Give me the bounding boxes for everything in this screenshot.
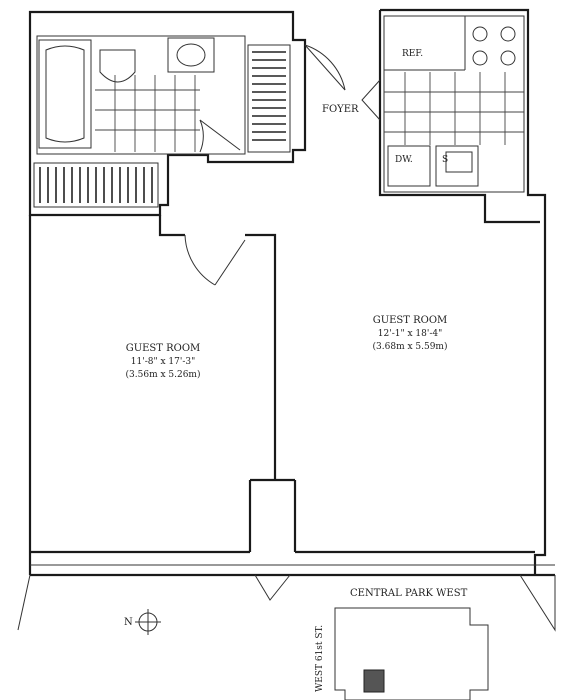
closet-left [33,162,159,208]
bathroom [36,35,246,155]
left-room-name: GUEST ROOM [126,343,201,354]
right-room-dims-metric: (3.68m x 5.59m) [373,341,448,352]
burner-icon [500,50,516,66]
north-label: N [124,617,133,628]
sink-label: S [442,155,448,165]
right-room-name: GUEST ROOM [373,315,448,326]
ref-label: REF. [402,49,423,59]
kitchen-sink [445,151,473,173]
burner-icon [472,50,488,66]
bathroom-sink [176,43,206,67]
bathtub [38,39,92,149]
central-park-west-label: CENTRAL PARK WEST [350,588,468,599]
kitchen [383,15,525,193]
burner-icon [472,26,488,42]
left-room-dims-metric: (3.56m x 5.26m) [126,369,201,380]
window-wall [17,564,556,632]
closet-hatch [247,44,291,153]
toilet [99,49,136,83]
outer-walls [28,8,555,577]
interior-walls [158,215,297,552]
burner-icon [500,26,516,42]
foyer-door [304,44,381,121]
keyplan-unit-marker [363,669,385,693]
right-room-dims-imperial: 12'-1" x 18'-4" [378,329,442,339]
left-room-dims-imperial: 11'-8" x 17'-3" [131,357,195,367]
key-plan [334,607,489,700]
west-61st-label: WEST 61st ST. [315,625,325,692]
dw-label: DW. [395,155,413,165]
compass-icon [135,609,161,635]
foyer-label: FOYER [322,104,359,115]
